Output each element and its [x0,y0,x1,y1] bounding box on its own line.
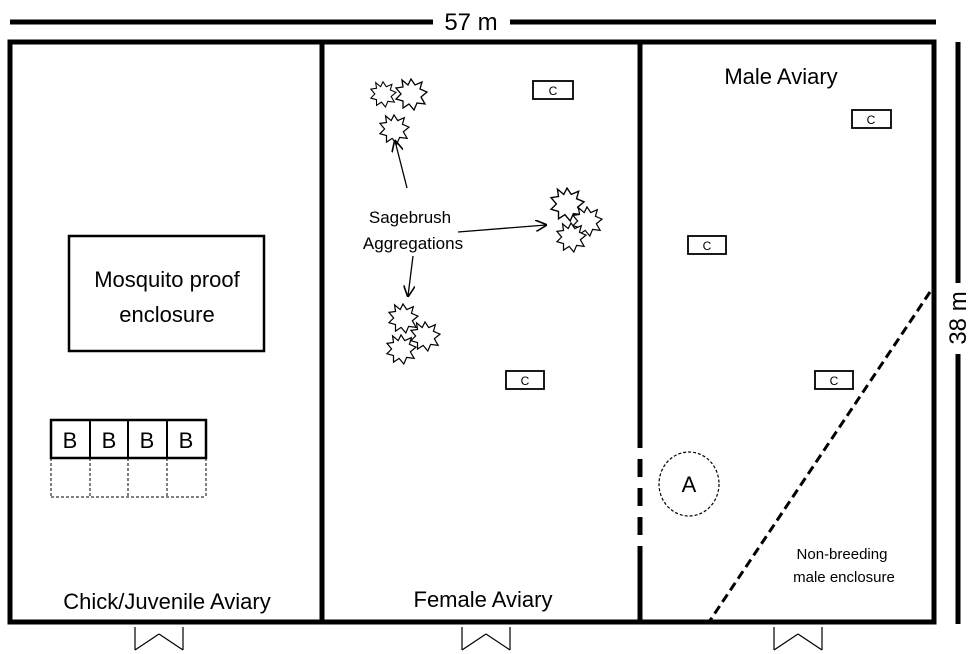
male-aviary-title: Male Aviary [724,64,837,89]
female-aviary-title: Female Aviary [414,587,553,612]
mosquito-label-line2: enclosure [119,302,214,327]
cover-box-label: C [703,239,712,253]
pointer-arrow [408,255,413,296]
area-a-marker [658,451,720,517]
sagebrush-cluster [370,78,428,145]
chick-aviary-title: Chick/Juvenile Aviary [63,589,270,614]
brood-box-label: B [140,428,155,453]
brood-box-label: B [63,428,78,453]
brood-box-label: B [102,428,117,453]
sagebrush-label-line2: Aggregations [363,234,463,253]
cover-box [814,370,854,390]
cover-box [687,235,727,255]
brood-box-runs [50,458,207,498]
pointer-arrow [457,225,546,233]
width-dimension: 57 m [10,9,936,36]
cover-box-label: C [521,374,530,388]
cover-box [851,109,892,129]
aviary-outer-wall [7,39,937,625]
cover-box-label: C [867,113,876,127]
nonbreeding-label-line1: Non-breeding [797,546,888,563]
cover-box [505,370,545,390]
cover-box-label: C [830,374,839,388]
sagebrush-cluster [550,187,603,253]
height-label: 38 m [945,291,971,344]
door-icon [461,627,511,651]
pointer-arrow [395,141,408,189]
sagebrush-label-line1: Sagebrush [369,208,451,227]
sagebrush-cluster [386,303,441,365]
door-icon [134,627,184,651]
area-a-label: A [682,472,697,497]
cover-box [532,80,574,100]
nonbreeding-label-line2: male enclosure [793,569,895,586]
brood-box-label: B [179,428,194,453]
mosquito-proof-enclosure [67,234,266,353]
female-aviary: C C Sagebrush Aggregations Female Aviary [363,78,603,612]
male-aviary: Male Aviary C C C A Non-breeding male en… [658,64,932,623]
cover-box-label: C [549,84,558,98]
door-icon [773,627,823,651]
chick-juvenile-aviary: Mosquito proof enclosure B B B B Chick/J… [49,234,271,614]
width-label: 57 m [444,9,497,36]
brood-boxes: B B B B [49,418,208,460]
mosquito-label-line1: Mosquito proof [94,267,240,292]
nonbreeding-fence [707,291,932,623]
height-dimension: 38 m [945,42,971,624]
